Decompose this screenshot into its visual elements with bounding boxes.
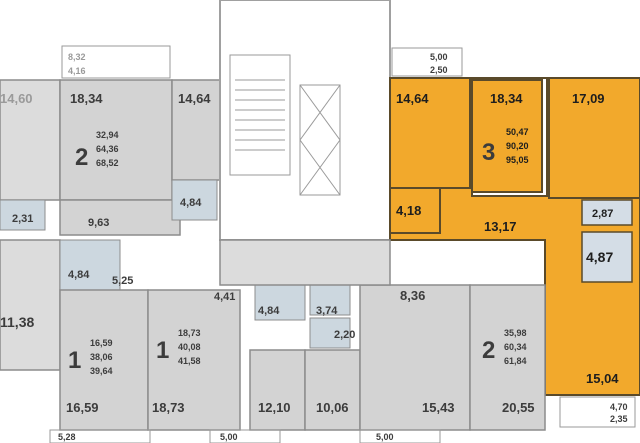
room-label-r16: 12,10 xyxy=(258,400,291,415)
room-label-r20: 20,55 xyxy=(502,400,535,415)
room-label-r24: 4,18 xyxy=(396,203,421,218)
bathroom-2-31 xyxy=(0,199,46,231)
balcony-3 xyxy=(391,47,463,77)
room-label-r5: 2,31 xyxy=(12,213,33,225)
balcony-label-b5-top: 5,00 xyxy=(220,432,238,442)
apartment-tag-2-right[interactable]: 2 35,98 60,34 61,84 xyxy=(482,328,527,366)
area-total-balcony: 95,05 xyxy=(506,155,529,165)
bathroom-4-84-mid xyxy=(254,284,306,321)
balcony-label-b2-bottom: 2,50 xyxy=(430,65,448,75)
room-label-r21: 14,64 xyxy=(396,91,429,106)
area-total-balcony: 39,64 xyxy=(90,366,113,376)
room-label-r26: 2,87 xyxy=(592,208,613,220)
room-label-r4: 9,63 xyxy=(88,217,109,229)
bathroom-4-84-left xyxy=(59,239,121,291)
room-label-r18: 8,36 xyxy=(400,288,425,303)
apartment-tag-3[interactable]: 3 50,47 90,20 95,05 xyxy=(482,127,529,166)
room-label-r23: 17,09 xyxy=(572,91,605,106)
room-1-b[interactable] xyxy=(147,289,241,431)
room-label-r10: 16,59 xyxy=(66,400,99,415)
bathroom-4-84-top xyxy=(171,179,218,221)
room-label-r19: 15,43 xyxy=(422,400,455,415)
room-15-43[interactable] xyxy=(359,284,471,431)
room-label-r3: 14,64 xyxy=(178,91,211,106)
room-label-r13: 4,84 xyxy=(258,305,280,317)
room-label-r11: 18,73 xyxy=(152,400,185,415)
room-label-r1: 14,60 xyxy=(0,91,33,106)
area-living: 50,47 xyxy=(506,127,529,137)
room-20-55[interactable] xyxy=(469,284,546,431)
rooms-count: 3 xyxy=(482,139,495,166)
area-living: 18,73 xyxy=(178,328,201,338)
bathroom-2-20 xyxy=(309,317,351,349)
bathroom-3-74 xyxy=(309,284,351,316)
room-label-r27: 4,87 xyxy=(586,249,613,265)
room-label-r28: 15,04 xyxy=(586,371,619,386)
corridor xyxy=(219,239,391,286)
area-total: 60,34 xyxy=(504,342,527,352)
area-total-balcony: 61,84 xyxy=(504,356,527,366)
balcony-left xyxy=(61,45,171,79)
balcony-lower-mid xyxy=(209,429,281,443)
rooms-count: 1 xyxy=(68,347,81,374)
area-living: 16,59 xyxy=(90,338,113,348)
room-12-10[interactable] xyxy=(249,349,306,431)
building-core xyxy=(219,0,391,241)
rooms-count: 2 xyxy=(482,337,495,364)
room-label-r2: 18,34 xyxy=(70,91,103,106)
room-label-r12: 4,41 xyxy=(214,291,235,303)
room-label-r15: 2,20 xyxy=(334,329,355,341)
room-label-r7: 4,84 xyxy=(68,269,90,281)
bathroom-2-87 xyxy=(581,199,633,226)
balcony-lower-right xyxy=(359,429,441,443)
balcony-label-b1-top: 8,32 xyxy=(68,52,86,62)
room-label-r8: 11,38 xyxy=(0,314,34,330)
balcony-label-b2-top: 5,00 xyxy=(430,52,448,62)
room-17-09[interactable] xyxy=(548,77,640,199)
area-living: 35,98 xyxy=(504,328,527,338)
stair-steps xyxy=(235,79,285,151)
apartment-tag-1b[interactable]: 1 18,73 40,08 41,58 xyxy=(156,328,201,366)
room-label-r25: 13,17 xyxy=(484,219,517,234)
room-label-r17: 10,06 xyxy=(316,400,349,415)
area-total-balcony: 41,58 xyxy=(178,356,201,366)
stair-well xyxy=(229,54,291,176)
room-label-r14: 3,74 xyxy=(316,305,338,317)
area-total: 40,08 xyxy=(178,342,201,352)
balcony-label-b6-top: 5,00 xyxy=(376,432,394,442)
rooms-count: 2 xyxy=(75,144,88,171)
balcony-label-b3-top: 4,70 xyxy=(610,402,628,412)
room-2-left[interactable] xyxy=(59,79,173,201)
area-living: 32,94 xyxy=(96,130,119,140)
room-14-64-orange[interactable] xyxy=(389,77,471,189)
balcony-lower-left xyxy=(49,429,151,443)
bathroom-4-87 xyxy=(581,231,633,283)
room-label-r22: 18,34 xyxy=(490,91,523,106)
area-total-balcony: 68,52 xyxy=(96,158,119,168)
rooms-count: 1 xyxy=(156,337,169,364)
room-label-r6: 4,84 xyxy=(180,197,202,209)
apartment-tag-2-left[interactable]: 2 32,94 64,36 68,52 xyxy=(75,130,119,171)
balcony-right-lower xyxy=(559,396,636,428)
room-11-38[interactable] xyxy=(0,239,61,371)
lower-floor-row xyxy=(0,239,546,443)
hall-9-63 xyxy=(59,199,181,236)
area-total: 38,06 xyxy=(90,352,113,362)
balcony-label-b4-top: 5,28 xyxy=(58,432,76,442)
balcony-label-b1-bottom: 4,16 xyxy=(68,66,86,76)
balcony-label-b3-bottom: 2,35 xyxy=(610,414,628,424)
apartment-tag-1a[interactable]: 1 16,59 38,06 39,64 xyxy=(68,338,113,376)
room-18-34-orange[interactable] xyxy=(471,79,543,193)
apartment-2-left-block[interactable] xyxy=(0,45,221,236)
area-total: 90,20 xyxy=(506,141,529,151)
room-label-r9: 5,25 xyxy=(112,275,133,287)
area-total: 64,36 xyxy=(96,144,119,154)
room-4-18[interactable] xyxy=(389,187,441,234)
room-10-06[interactable] xyxy=(304,349,361,431)
